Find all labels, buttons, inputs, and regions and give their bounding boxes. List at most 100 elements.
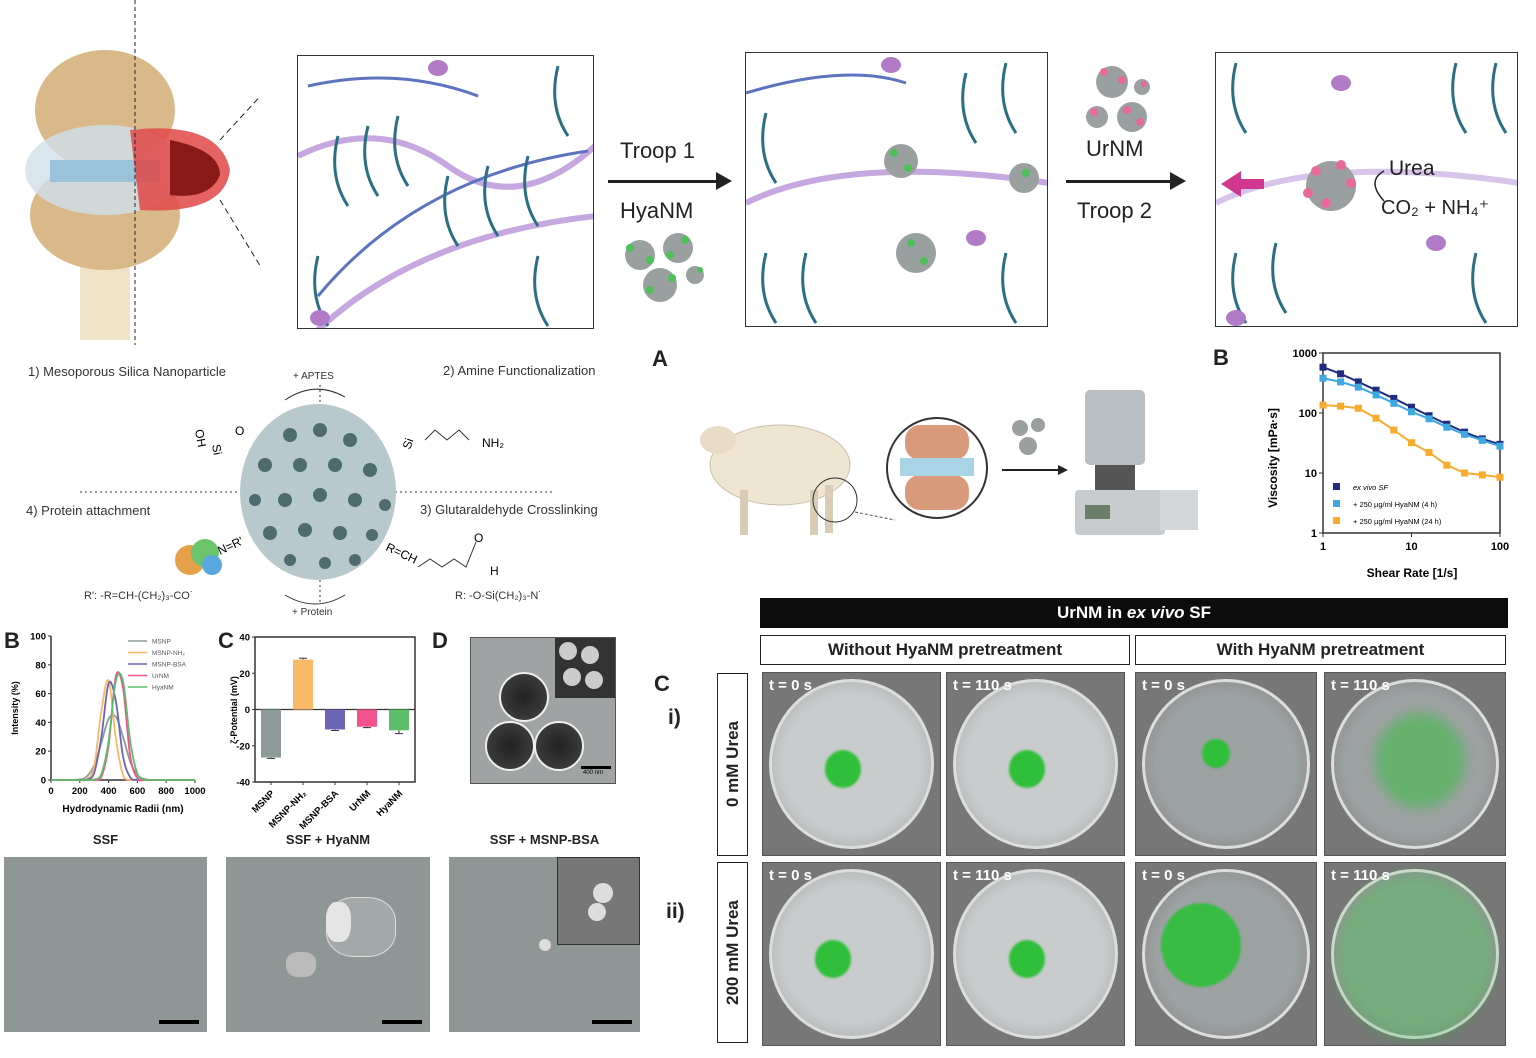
legend-marker [1333,517,1340,524]
time-label: t = 110 s [1331,677,1390,694]
cartilage-matrix-zoom-2 [745,52,1048,327]
data-point [1337,370,1345,378]
scale-bar [581,766,611,769]
synthesis-step-3: 3) Glutaraldehyde Crosslinking [420,502,598,517]
legend-label: ex vivo SF [1353,483,1388,492]
row-roman-i: i) [668,706,681,729]
protein-structure-icon [175,539,222,575]
column-group-without-pretreatment: Without HyaNM pretreatment [760,635,1130,665]
data-point [1390,399,1398,407]
y-tick-label: 20 [239,669,250,680]
y-tick-label: -40 [236,778,250,789]
sem-label-ssf-hyanm: SSF + HyaNM [285,832,371,847]
hyanm-particles-icon [625,233,704,302]
step2-label: Troop 2 [1077,198,1153,223]
fluorescent-droplet [1009,940,1045,978]
nanoparticle-synthesis-scheme: OH Si O Si NH₂ R=CH O H N=R' [80,385,555,605]
row-label-200mm-urea: 200 mM Urea [717,862,748,1043]
arrow-head-icon [716,172,732,190]
data-point [1319,401,1327,409]
r-ch-group: R=CH [384,540,420,567]
n-r-group: N=R' [215,534,245,558]
step1-arrow [608,180,726,183]
petri-dish [1142,679,1310,849]
data-point [1408,403,1415,411]
column-group-with-pretreatment: With HyaNM pretreatment [1135,635,1506,665]
zeta-potential-chart: ζ-Potential (mV) 40200-20-40MSNPMSNP-NH₂… [229,633,416,830]
aptes-reagent-label: + APTES [293,371,334,382]
si-group-left: Si [209,443,225,456]
sem-label-ssf-msnp-bsa: SSF + MSNP-BSA [489,832,600,847]
x-tick-label: 100 [1491,541,1509,553]
y-tick-label: 60 [35,689,46,700]
fluorescence-image: t = 110 s [1324,862,1506,1046]
legend-label: MSNP-BSA [152,662,187,669]
time-label: t = 110 s [953,677,1012,694]
time-label: t = 0 s [1142,677,1185,694]
sem-label-ssf: SSF [92,832,119,847]
arrow-head-icon [1170,172,1186,190]
nh2-group: NH₂ [482,436,504,450]
matrix-with-urnm-illustration [1216,62,1517,326]
step2-agent-label: UrNM [1086,136,1144,161]
series-line [51,681,195,782]
legend-label: UrNM [152,673,169,680]
urnm-particles-icon [1086,66,1150,132]
matrix-with-hyanm-illustration [746,57,1047,324]
aldehyde-o: O [474,531,483,545]
o-group: O [235,424,244,438]
row-label-0mm-urea: 0 mM Urea [717,673,748,856]
synthesis-step-1: 1) Mesoporous Silica Nanoparticle [28,364,226,379]
data-point [1372,386,1380,394]
y-tick-label: 0 [245,705,250,716]
y-axis-label: ζ-Potential (mV) [229,676,239,744]
legend-label: MSNP [152,639,171,646]
knee-joint-illustration [25,0,260,345]
fluorescent-droplet [825,750,861,788]
y-tick-label: 1000 [1293,348,1317,360]
sem-inset-image [555,638,615,698]
sem-image-ssf-hyanm [226,857,430,1032]
series-line [50,713,195,781]
rheometer-icon [1075,390,1198,535]
fluorescent-droplet [815,940,851,978]
x-tick-label: 200 [72,786,88,797]
reaction-products-label: CO₂ + NH₄⁺ [1381,197,1490,219]
fluorescence-image: t = 0 s [762,672,941,856]
data-point [1337,402,1345,410]
legend-label: + 250 µg/ml HyaNM (24 h) [1353,517,1442,526]
legend-label: + 250 µg/ml HyaNM (4 h) [1353,500,1438,509]
y-tick-label: 80 [35,660,46,671]
data-point [1390,426,1398,434]
sheep-icon [700,424,851,535]
legend-label: HyaNM [152,685,174,692]
title-suffix: SF [1184,603,1211,622]
x-tick-label: 10 [1405,541,1417,553]
fluorescent-droplet [1009,750,1045,788]
data-point [1425,415,1433,423]
legend-label: MSNP-NH₂ [152,650,185,657]
data-point [1408,408,1415,416]
bar [261,709,281,758]
y-tick-label: 0 [41,776,46,787]
panel-label-c-left: C [218,628,234,653]
petri-dish [953,869,1118,1039]
panel-label-c-right: C [654,671,670,696]
data-point [1354,378,1362,386]
legend-marker [1333,483,1340,490]
hyaluronan-network-illustration [298,60,593,328]
ex-vivo-sf-workflow-illustration [700,390,1198,535]
r-prime-definition: R': -R=CH-(CH₂)₃-CO˙ [84,590,194,602]
x-axis-label: Shear Rate [1/s] [1367,566,1458,580]
x-tick-label: 800 [158,786,174,797]
fluorescence-title: UrNM in ex vivo SF [760,598,1508,628]
data-point [1390,394,1398,402]
fluorescent-droplet [1161,903,1241,987]
tem-image: 400 nm [470,637,616,784]
data-point [1354,383,1362,391]
data-point [1337,378,1345,386]
data-point [1443,423,1451,431]
data-point [1496,442,1504,450]
synthesis-step-4: 4) Protein attachment [26,503,151,518]
sem-image-ssf-msnp-bsa [449,857,640,1032]
